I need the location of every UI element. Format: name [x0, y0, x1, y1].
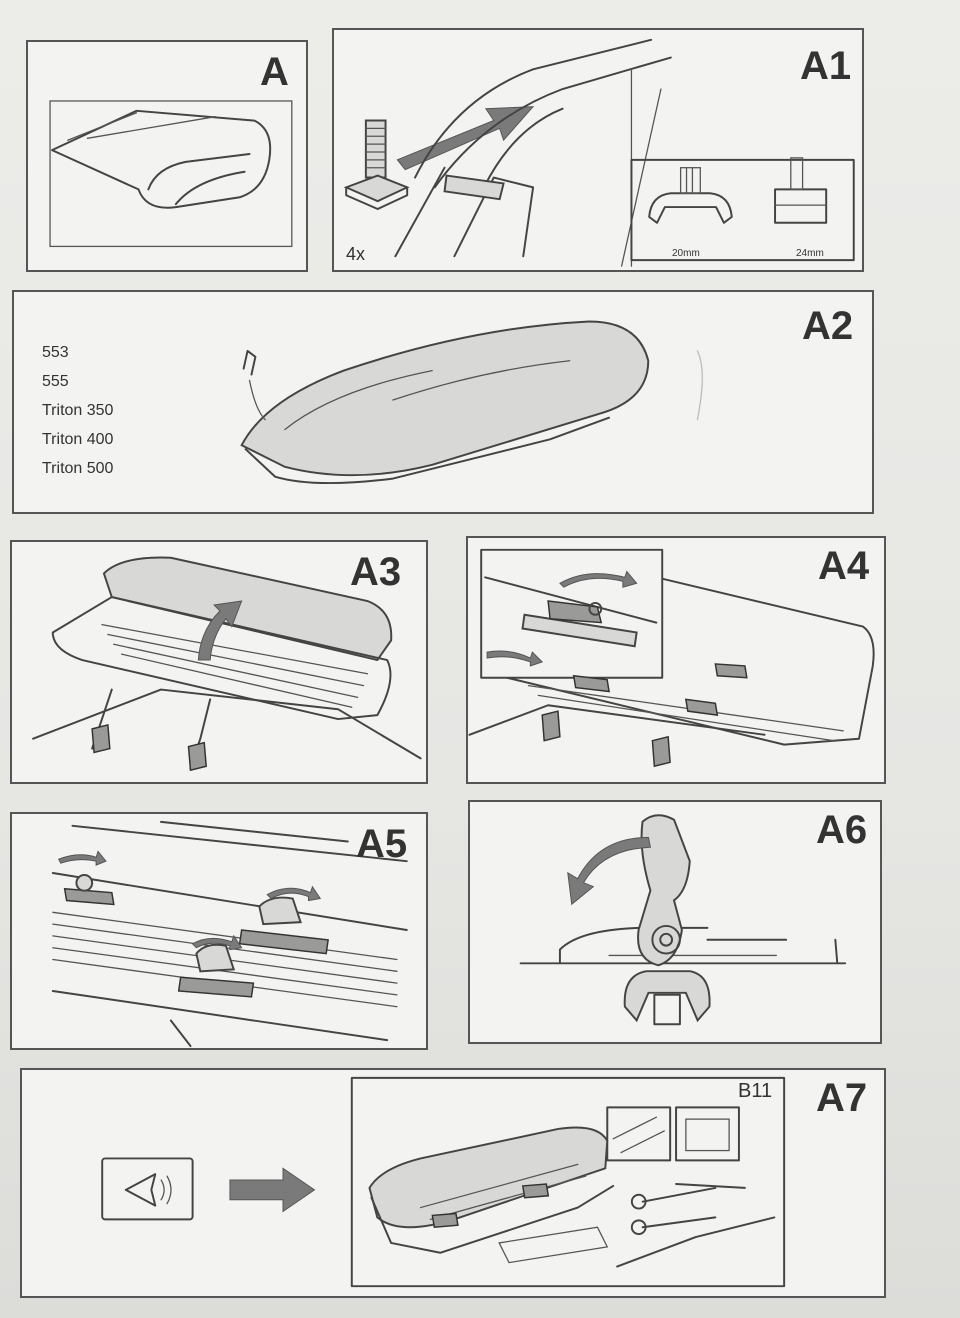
panel-label: A3	[350, 550, 402, 594]
final-check-drawing	[101, 1076, 786, 1288]
panel-label: A4	[818, 544, 870, 588]
model-list: 553 555 Triton 350 Triton 400 Triton 500	[42, 338, 113, 483]
roof-box-drawing	[240, 320, 703, 485]
lever-close-drawing	[519, 814, 847, 1026]
quantity-label: 4x	[346, 244, 366, 264]
panel-label: A7	[816, 1076, 868, 1120]
reference-b11: B11	[738, 1080, 773, 1102]
panel-a6: A6	[468, 800, 882, 1044]
mounting-clamps-drawing	[468, 548, 875, 768]
panel-label: A6	[816, 808, 868, 852]
panel-a3: A3	[10, 540, 428, 784]
model-triton-350: Triton 350	[42, 402, 114, 419]
panel-label: A	[260, 50, 289, 94]
roof-bar-profile-drawing	[49, 100, 293, 248]
panel-label: A2	[802, 304, 854, 348]
t-bolt-insertion-drawing	[343, 38, 855, 267]
size-label-24mm: 24mm	[796, 248, 824, 259]
panel-a4: A4	[466, 536, 886, 784]
model-triton-500: Triton 500	[42, 460, 114, 477]
model-triton-400: Triton 400	[42, 431, 114, 448]
open-box-on-car-drawing	[32, 556, 422, 772]
panel-label: A5	[356, 822, 408, 866]
panel-a5: A5	[10, 812, 428, 1050]
size-label-20mm: 20mm	[672, 248, 700, 259]
clamp-tightening-drawing	[51, 820, 408, 1048]
model-553: 553	[42, 344, 69, 361]
panel-a2: A2 553 555 Triton 350 Triton 400 Triton …	[12, 290, 874, 514]
model-555: 555	[42, 373, 69, 390]
panel-a1: A1 4x 20mm 24mm	[332, 28, 864, 272]
panel-a7: A7 B11	[20, 1068, 886, 1298]
panel-label: A1	[800, 44, 852, 88]
panel-a: A	[26, 40, 308, 272]
